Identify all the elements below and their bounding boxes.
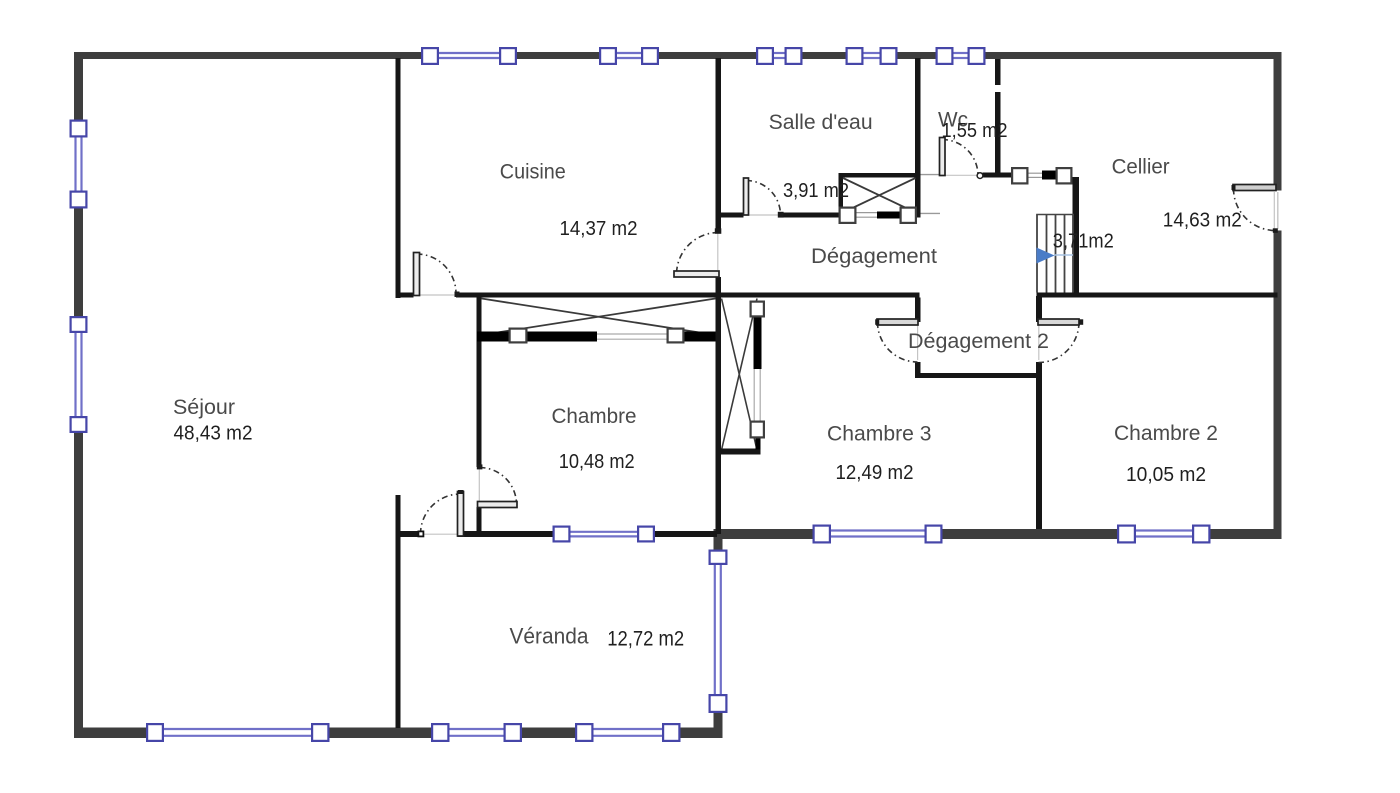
svg-text:Chambre 2: Chambre 2 (1114, 421, 1218, 445)
svg-text:Cellier: Cellier (1112, 156, 1170, 179)
svg-text:12,72 m2: 12,72 m2 (607, 628, 684, 651)
svg-text:3,71m2: 3,71m2 (1053, 231, 1114, 253)
svg-text:48,43 m2: 48,43 m2 (174, 422, 253, 444)
svg-text:Wc: Wc (938, 108, 968, 131)
svg-text:10,05 m2: 10,05 m2 (1126, 464, 1206, 486)
svg-text:10,48 m2: 10,48 m2 (559, 451, 635, 473)
svg-text:1,55 m2: 1,55 m2 (942, 120, 1008, 142)
svg-text:Dégagement 2: Dégagement 2 (908, 330, 1049, 353)
svg-text:3,91 m2: 3,91 m2 (783, 180, 849, 202)
svg-text:Salle d'eau: Salle d'eau (769, 111, 873, 134)
svg-text:Cuisine: Cuisine (500, 160, 566, 183)
svg-text:Véranda: Véranda (510, 624, 589, 649)
svg-text:12,49 m2: 12,49 m2 (836, 462, 914, 484)
svg-text:Chambre 3: Chambre 3 (827, 422, 932, 446)
svg-text:Chambre: Chambre (552, 404, 637, 428)
svg-text:Dégagement: Dégagement (811, 245, 937, 268)
svg-text:Séjour: Séjour (173, 396, 235, 419)
svg-text:14,63 m2: 14,63 m2 (1163, 210, 1242, 232)
svg-text:14,37 m2: 14,37 m2 (560, 218, 638, 240)
